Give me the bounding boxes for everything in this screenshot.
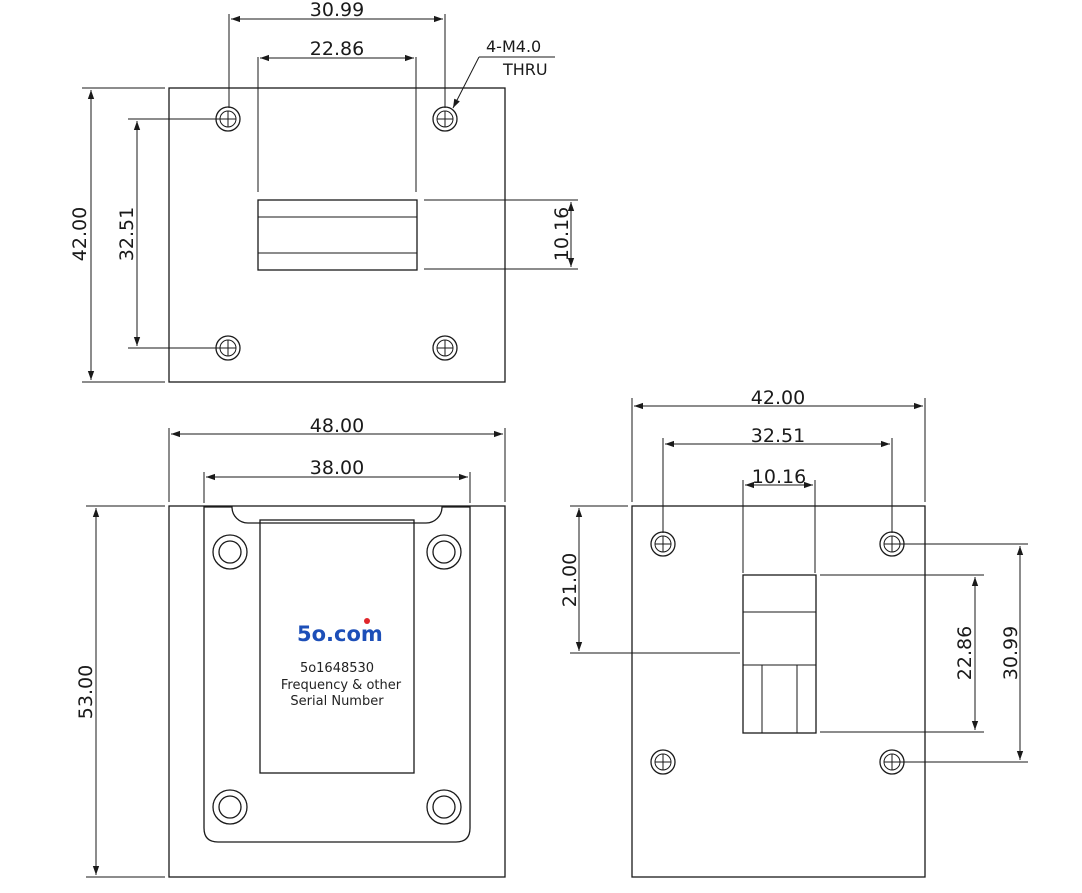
top-waveguide-flange [257,199,418,271]
top-view-outline [168,87,506,383]
dim-side-offset: 21.00 [559,553,581,607]
mounting-hole-icon [432,106,458,132]
mounting-hole-icon [650,531,676,557]
mounting-hole-icon [212,789,248,825]
dim-side-width: 42.00 [751,387,805,409]
dim-top-waveguide-width: 22.86 [310,38,364,60]
top-view: 30.99 22.86 42.00 32.51 10.16 4-M4.0 THR… [69,0,578,383]
dim-side-waveguide-height: 22.86 [954,626,976,680]
side-view-outline [631,505,926,878]
label-serial: Serial Number [290,694,384,709]
side-waveguide-flange [742,574,817,734]
logo-text: 5o.com [297,622,383,646]
dim-side-hole-spacing-y: 30.99 [1000,626,1022,680]
front-recess-outline [203,506,471,843]
dim-front-width: 48.00 [310,415,364,437]
logo-dot-icon [364,618,370,624]
dim-front-inner-width: 38.00 [310,457,364,479]
dim-top-waveguide-height: 10.16 [551,207,573,261]
front-view-outline [168,505,506,878]
front-view: 5o.com 5o1648530 Frequency & other Seria… [75,415,506,878]
product-label [259,519,415,774]
mounting-hole-icon [426,789,462,825]
label-frequency: Frequency & other [281,678,402,693]
dim-top-hole-spacing-x: 30.99 [310,0,364,21]
mounting-hole-icon [212,534,248,570]
mounting-hole-icon [650,749,676,775]
dim-top-height: 42.00 [69,207,91,261]
side-view: 42.00 32.51 10.16 21.00 22.86 30.99 [559,387,1028,878]
part-number: 5o1648530 [300,661,374,676]
dim-side-waveguide-width: 10.16 [752,466,806,488]
mounting-hole-icon [432,335,458,361]
dim-side-hole-spacing-x: 32.51 [751,425,805,447]
hole-callout-thru: THRU [502,60,548,79]
dim-top-hole-spacing-y: 32.51 [116,207,138,261]
mounting-hole-icon [426,534,462,570]
hole-callout-spec: 4-M4.0 [486,37,541,56]
dim-front-height: 53.00 [75,665,97,719]
